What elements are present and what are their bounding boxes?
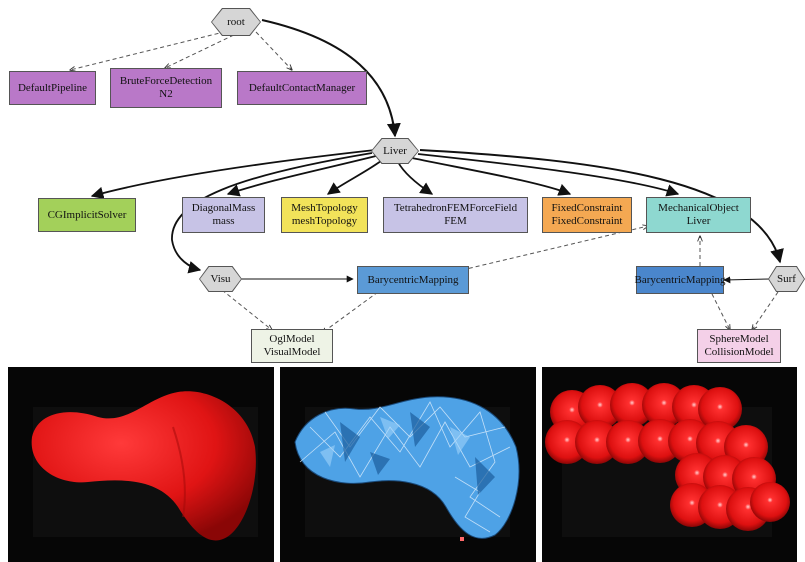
visual-model-panel xyxy=(8,367,274,562)
collision-model-panel xyxy=(542,367,797,562)
liver-mesh-render xyxy=(294,396,520,541)
node-tetrahedron-fem[interactable]: TetrahedronFEMForceField FEM xyxy=(383,197,528,233)
edge-liver-fixed xyxy=(411,157,572,196)
edge-liver-diagmass xyxy=(226,154,381,197)
edge-surf-sphere xyxy=(752,291,779,330)
edge-liver-visu xyxy=(171,152,373,274)
node-default-contact-manager[interactable]: DefaultContactManager xyxy=(237,71,367,105)
edge-bary-sphere xyxy=(711,293,730,330)
edge-liver-mechobj xyxy=(417,153,680,197)
node-diagonal-mass[interactable]: DiagonalMass mass xyxy=(182,197,265,233)
edge-liver-cgsolver xyxy=(90,149,376,200)
node-mesh-topology[interactable]: MeshTopology meshTopology xyxy=(281,197,368,233)
node-visu[interactable]: Visu xyxy=(199,266,242,292)
node-sphere-model[interactable]: SphereModel CollisionModel xyxy=(697,329,781,363)
fem-mesh-panel xyxy=(280,367,536,562)
node-default-pipeline[interactable]: DefaultPipeline xyxy=(9,71,96,105)
node-fixed-constraint[interactable]: FixedConstraint FixedConstraint xyxy=(542,197,632,233)
liver-visual-render xyxy=(31,391,258,541)
edge-root-pipeline xyxy=(70,29,233,70)
edge-root-liver xyxy=(261,19,401,138)
node-barycentric-mapping-surf[interactable]: BarycentricMapping xyxy=(634,266,726,294)
edge-bary-ogl xyxy=(322,291,379,333)
node-root[interactable]: root xyxy=(211,8,261,36)
node-barycentric-mapping-visu[interactable]: BarycentricMapping xyxy=(357,266,469,294)
node-liver[interactable]: Liver xyxy=(371,138,419,164)
node-ogl-model[interactable]: OglModel VisualModel xyxy=(251,329,333,363)
edge-surf-bary xyxy=(723,276,771,284)
edge-liver-tetra xyxy=(397,161,434,195)
sphere-collision-render xyxy=(545,383,790,537)
node-surf[interactable]: Surf xyxy=(768,266,805,292)
edge-bary-mechobj xyxy=(461,226,648,271)
edge-visu-ogl xyxy=(221,289,272,330)
node-cg-implicit-solver[interactable]: CGImplicitSolver xyxy=(38,198,136,232)
node-mechanical-object[interactable]: MechanicalObject Liver xyxy=(646,197,751,233)
edge-root-contact xyxy=(255,31,292,70)
scene-graph-edges xyxy=(0,19,784,365)
node-brute-force-detection[interactable]: BruteForceDetection N2 xyxy=(110,68,222,108)
edge-liver-surf xyxy=(419,149,784,264)
